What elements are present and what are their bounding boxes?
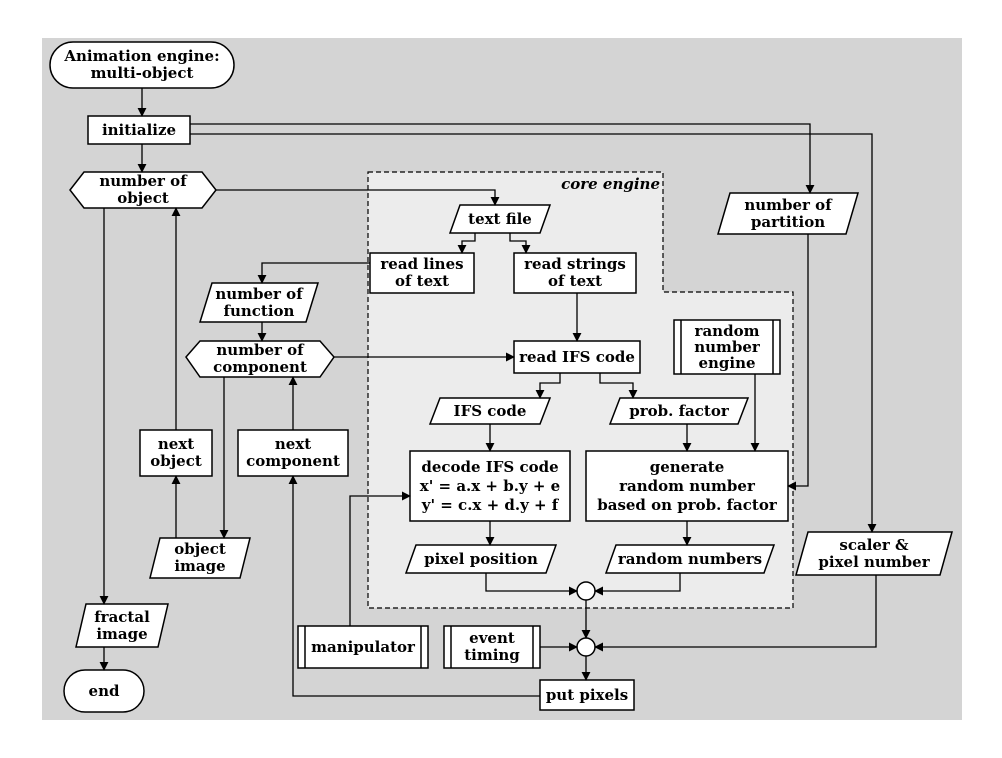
number-of-partition-shape (716, 192, 860, 235)
manipulator-shape (297, 625, 429, 669)
pixel-position-shape (404, 544, 558, 574)
ifs-code-shape (428, 397, 552, 425)
read-lines-box-shape (369, 252, 475, 294)
prob-factor-shape (608, 397, 750, 425)
read-ifs-code-box-shape (513, 340, 641, 374)
decode-ifs-box-shape (409, 450, 571, 522)
number-of-component-hex-shape (185, 340, 335, 378)
initialize-box-shape (87, 115, 191, 145)
text-file-shape (448, 204, 552, 234)
start-terminal-shape (49, 41, 235, 89)
read-strings-box-shape (513, 252, 637, 294)
core-engine-region (367, 171, 794, 609)
number-of-function-shape (198, 282, 320, 323)
junction-circle-upper (576, 581, 596, 601)
junction-circle-lower (576, 637, 596, 657)
next-object-box-shape (139, 429, 213, 477)
event-timing-shape (443, 625, 541, 669)
object-image-shape (149, 537, 251, 579)
generate-random-box-shape (585, 450, 789, 522)
number-of-object-hex-shape (69, 171, 217, 209)
random-number-engine-shape (673, 319, 781, 375)
next-component-box-shape (237, 429, 349, 477)
random-numbers-shape (604, 544, 776, 574)
scaler-pixel-number-shape (795, 531, 953, 576)
fractal-image-shape (75, 603, 169, 648)
end-terminal-shape (63, 669, 145, 713)
put-pixels-box-shape (539, 679, 635, 711)
